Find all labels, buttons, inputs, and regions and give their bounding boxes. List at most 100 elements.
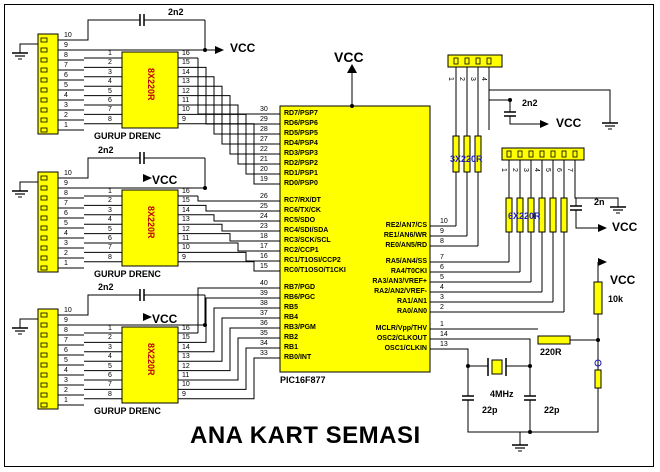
connector6-pin-number: 3 — [522, 168, 529, 172]
bus-wire — [198, 113, 260, 175]
connector-pin-number: 6 — [64, 347, 68, 354]
connector-pin — [40, 127, 48, 133]
mcu-pin-number: 30 — [260, 106, 268, 113]
connector-pin — [517, 150, 523, 158]
connector-pin — [40, 382, 48, 388]
connector-pin-number: 2 — [64, 250, 68, 257]
mcu-pin-number: 4 — [440, 284, 444, 291]
connector-pin-number: 1 — [64, 397, 68, 404]
connector-pin — [40, 255, 48, 261]
array-pin-left: 4 — [108, 216, 112, 224]
wire — [467, 400, 530, 433]
array-pin-left: 5 — [108, 87, 112, 95]
bus-wire — [198, 214, 260, 222]
connector-pin — [464, 57, 470, 65]
array-pin-right: 13 — [182, 78, 190, 86]
connector3-pin-number: 3 — [469, 77, 476, 81]
mcu-pin-name: RD2/PSP2 — [284, 160, 318, 167]
connector-pin — [40, 245, 48, 251]
connector-pin — [40, 235, 48, 241]
vcc-arrow — [143, 313, 152, 321]
mcu-pin-name: RA4/T0CKI — [390, 268, 427, 275]
mcu-pin-number: 8 — [440, 238, 444, 245]
wire — [488, 80, 611, 118]
array-pin-right: 10 — [182, 106, 190, 114]
bus-wire — [197, 196, 260, 202]
connector-pin — [40, 47, 48, 53]
mcu-pin-number: 2 — [440, 304, 444, 311]
mcu-pin-number: 37 — [260, 310, 268, 317]
bus-wire — [198, 204, 260, 212]
wire — [520, 388, 599, 433]
connector-pin-number: 3 — [64, 102, 68, 109]
mcu-pin-name: RD5/PSP5 — [284, 130, 318, 137]
mcu-pin-name: RB0/INT — [284, 354, 312, 361]
array-pin-right: 16 — [182, 325, 190, 332]
connector-pin — [486, 57, 492, 65]
array-pin-left: 4 — [108, 353, 112, 361]
array-pin-right: 16 — [182, 188, 190, 195]
array-pin-right: 10 — [182, 381, 190, 389]
array-pin-right: 9 — [182, 115, 186, 123]
connector-pin-number: 5 — [64, 220, 68, 227]
mcu-pin-number: 18 — [260, 233, 268, 240]
connector-pin — [40, 312, 48, 318]
array-pin-left: 7 — [108, 106, 112, 114]
mcu-pin-name: RE2/AN7/CS — [385, 222, 427, 229]
mcu-pin-name: RE1/AN6/WR — [383, 232, 427, 239]
vcc-arrow — [598, 258, 607, 266]
mcu-pin-number: 35 — [260, 330, 268, 337]
mcu-pin-number: 7 — [440, 254, 444, 261]
connector-pin-number: 10 — [64, 307, 72, 314]
connector-pin — [40, 402, 48, 408]
mcu-pin-name: RC7/RX/DT — [284, 197, 321, 204]
vcc-arrow — [143, 174, 152, 182]
connector-pin — [40, 342, 48, 348]
array-pin-left: 2 — [108, 59, 112, 67]
array-pin-right: 14 — [182, 206, 190, 214]
array-pin-right: 16 — [182, 50, 190, 57]
capacitor-value: 22p — [544, 405, 560, 415]
mcu-pin-name: RC0/T1OSO/T1CKI — [284, 267, 346, 274]
connector-pin — [506, 150, 512, 158]
connector3-pin-number: 2 — [458, 77, 465, 81]
array-pin-left: 3 — [108, 68, 112, 76]
connector-pin-number: 5 — [64, 82, 68, 89]
bus-wire — [198, 242, 260, 252]
connector-pin — [40, 117, 48, 123]
array-pin-right: 9 — [182, 253, 186, 261]
mcu-pin-name: RC4/SDI/SDA — [284, 227, 329, 234]
array-pin-right: 12 — [182, 225, 190, 233]
sheet-border — [4, 4, 654, 467]
connector-pin-number: 9 — [64, 317, 68, 324]
array-pin-right: 13 — [182, 353, 190, 361]
connector-pin-number: 2 — [64, 112, 68, 119]
bus-wire — [198, 297, 260, 343]
resistor3-label: 3X220R — [450, 154, 483, 164]
resistor-array-label: 8X220R — [146, 68, 156, 101]
connector-pin — [40, 225, 48, 231]
mcu-pin-number: 20 — [260, 166, 268, 173]
bus-wire — [198, 123, 260, 185]
connector-pin-number: 8 — [64, 327, 68, 334]
array-pin-right: 9 — [182, 390, 186, 398]
mcu-pin-name: RD7/PSP7 — [284, 110, 318, 117]
vcc-arrow — [215, 46, 224, 54]
array-pin-right: 10 — [182, 244, 190, 252]
vcc-arrow — [540, 120, 549, 128]
mcu-pin-name: RD4/PSP4 — [284, 140, 318, 147]
array-pin-left: 8 — [108, 115, 112, 123]
connector-pin — [528, 150, 534, 158]
connector-pin — [40, 205, 48, 211]
array-pin-right: 12 — [182, 362, 190, 370]
array-pin-right: 14 — [182, 68, 190, 76]
connector-pin-number: 6 — [64, 210, 68, 217]
mcu-pin-name: RC3/SCK/SCL — [284, 237, 331, 244]
connector-pin-number: 8 — [64, 190, 68, 197]
mcu-pin-number: 9 — [440, 228, 444, 235]
connector-pin — [453, 57, 459, 65]
mcu-pin-name: RC2/CCP1 — [284, 247, 319, 254]
connector-pin — [40, 67, 48, 73]
mcu-pin-number: 21 — [260, 156, 268, 163]
